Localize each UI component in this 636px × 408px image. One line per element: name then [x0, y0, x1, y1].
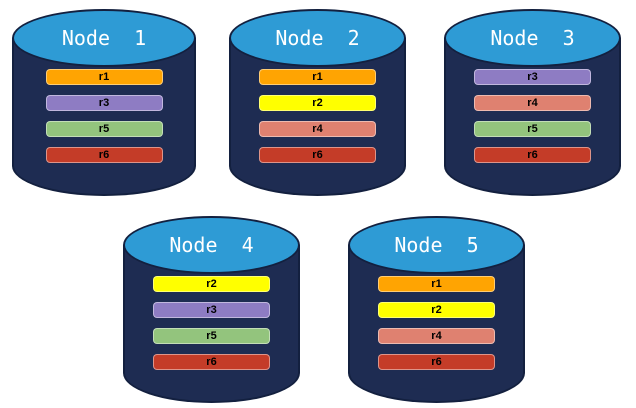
replica-label: r2 [431, 304, 442, 316]
node-title: Node 2 [275, 26, 360, 50]
replica-label: r2 [312, 97, 323, 109]
replica-label: r1 [312, 71, 323, 83]
replica-bar-r4: r4 [259, 121, 376, 137]
replica-bar-r2: r2 [259, 95, 376, 111]
replica-bar-r1: r1 [259, 69, 376, 85]
replica-label: r4 [312, 123, 323, 135]
replica-bar-r3: r3 [153, 302, 270, 318]
replica-label: r6 [527, 149, 538, 161]
replica-label: r4 [431, 330, 442, 342]
replica-bar-r3: r3 [474, 69, 591, 85]
replica-label: r3 [98, 97, 110, 109]
replica-list: r1 r3 r5 r6 [12, 69, 196, 163]
replica-bar-r4: r4 [378, 328, 495, 344]
replica-list: r2 r3 r5 r6 [123, 276, 300, 370]
replica-label: r6 [98, 149, 110, 161]
replica-bar-r5: r5 [474, 121, 591, 137]
replica-bar-r4: r4 [474, 95, 591, 111]
replica-label: r6 [431, 356, 442, 368]
cylinder-top-ellipse: Node 4 [123, 216, 300, 274]
replica-label: r4 [527, 97, 538, 109]
replica-bar-r3: r3 [45, 95, 163, 111]
node-title: Node 5 [394, 233, 479, 257]
replica-bar-r6: r6 [378, 354, 495, 370]
replica-label: r3 [206, 304, 217, 316]
node-title: Node 4 [169, 233, 254, 257]
db-node-1: Node 1 r1 r3 r5 r6 [12, 9, 196, 196]
node-title: Node 3 [490, 26, 575, 50]
db-node-3: Node 3 r3 r4 r5 r6 [444, 9, 621, 196]
replica-bar-r6: r6 [45, 147, 163, 163]
cylinder-top-ellipse: Node 3 [444, 9, 621, 67]
replica-bar-r5: r5 [45, 121, 163, 137]
replica-list: r1 r2 r4 r6 [229, 69, 406, 163]
replica-label: r5 [206, 330, 217, 342]
db-node-5: Node 5 r1 r2 r4 r6 [348, 216, 525, 403]
node-title: Node 1 [61, 26, 147, 50]
replica-bar-r6: r6 [259, 147, 376, 163]
cylinder-top-ellipse: Node 2 [229, 9, 406, 67]
replica-label: r3 [527, 71, 538, 83]
replica-bar-r1: r1 [45, 69, 163, 85]
replica-label: r1 [98, 71, 110, 83]
replica-label: r5 [527, 123, 538, 135]
replica-label: r6 [206, 356, 217, 368]
db-node-2: Node 2 r1 r2 r4 r6 [229, 9, 406, 196]
replica-label: r2 [206, 278, 217, 290]
replica-bar-r6: r6 [474, 147, 591, 163]
replica-bar-r2: r2 [378, 302, 495, 318]
db-node-4: Node 4 r2 r3 r5 r6 [123, 216, 300, 403]
replica-list: r3 r4 r5 r6 [444, 69, 621, 163]
replica-bar-r6: r6 [153, 354, 270, 370]
cylinder-top-ellipse: Node 5 [348, 216, 525, 274]
cylinder-top-ellipse: Node 1 [12, 9, 196, 67]
replica-list: r1 r2 r4 r6 [348, 276, 525, 370]
replica-bar-r2: r2 [153, 276, 270, 292]
replica-label: r5 [98, 123, 110, 135]
replica-label: r6 [312, 149, 323, 161]
replica-label: r1 [431, 278, 442, 290]
replica-bar-r1: r1 [378, 276, 495, 292]
replica-bar-r5: r5 [153, 328, 270, 344]
